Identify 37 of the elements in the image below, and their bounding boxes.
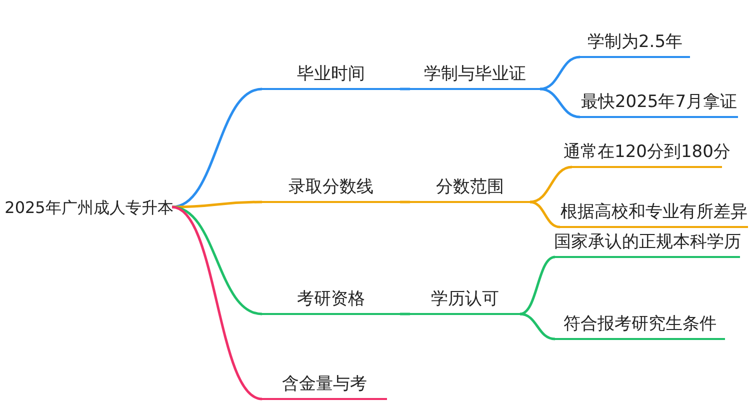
connector-line	[540, 88, 580, 118]
topic-node	[410, 62, 540, 90]
topic-node	[410, 287, 520, 315]
topic-node	[262, 62, 400, 90]
topic-node	[262, 175, 400, 203]
topic-text: 考研资格	[297, 288, 365, 310]
topic-text: 根据高校和专业有所差异	[560, 201, 748, 223]
connector-line	[172, 206, 262, 400]
topic-node	[262, 287, 400, 315]
topic-node	[410, 175, 530, 203]
topic-node	[560, 200, 748, 228]
topic-node	[580, 90, 738, 118]
topic-node	[555, 230, 740, 258]
topic-text: 录取分数线	[288, 176, 374, 198]
topic-text: 学制与毕业证	[424, 63, 526, 85]
topic-text: 符合报考研究生条件	[564, 313, 716, 335]
connector-line	[400, 312, 410, 316]
connector-line	[520, 312, 556, 340]
connector-line	[520, 256, 556, 316]
topic-text: 含金量与考	[282, 373, 367, 395]
connector-line	[172, 200, 262, 208]
connector-line	[540, 56, 580, 90]
topic-text: 分数范围	[436, 176, 504, 198]
connector-line	[530, 200, 560, 228]
topic-text: 学历认可	[431, 288, 499, 310]
connector-line	[530, 166, 572, 204]
topic-text: 最快2025年7月拿证	[580, 91, 738, 113]
topic-text: 通常在120分到180分	[564, 141, 730, 163]
topic-text: 毕业时间	[297, 63, 365, 85]
topic-node	[580, 30, 690, 58]
connector-line	[400, 88, 410, 90]
topic-text: 学制为2.5年	[587, 31, 683, 53]
topic-node	[262, 372, 387, 400]
topic-text: 国家承认的正规本科学历	[554, 231, 741, 253]
topic-node	[555, 312, 725, 340]
connector-line	[400, 200, 410, 204]
topic-text: 2025年广州成人专升本	[4, 198, 174, 219]
